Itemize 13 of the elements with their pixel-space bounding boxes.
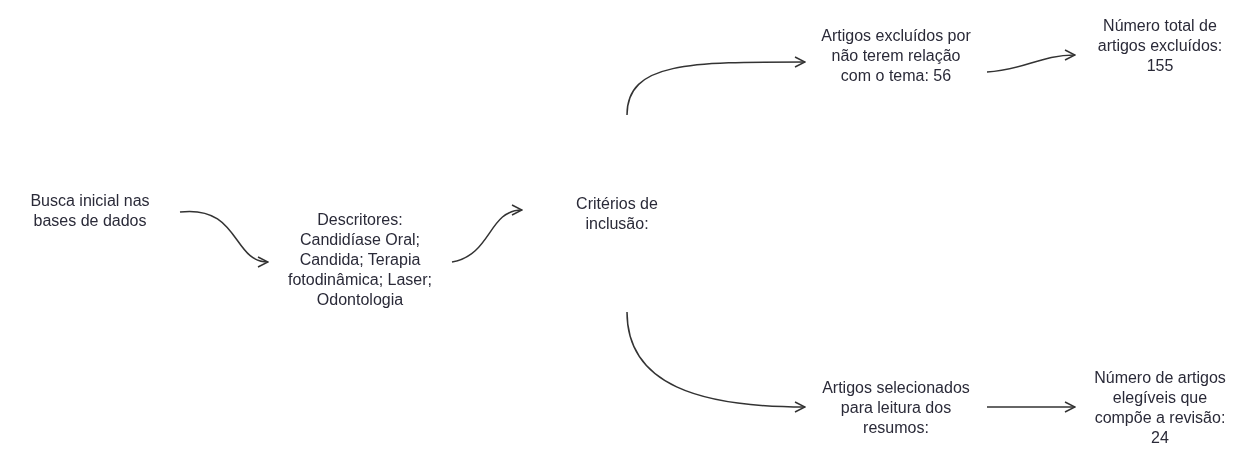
step-text: Número total de artigos excluídos: 155: [1096, 16, 1224, 76]
arrow: [451, 205, 523, 263]
step-text: Número de artigos elegíveis que compõe a revisão: 24: [1093, 368, 1227, 448]
step-text: Critérios de inclusão:: [575, 193, 659, 234]
arrow: [626, 311, 806, 413]
step-text: Descritores: Candidíase Oral; Candida; Terapia fotodinâmica; Laser; Odontologia: [286, 210, 434, 310]
arrow: [986, 401, 1076, 413]
step-text: Artigos excluídos por não terem relação com o tema: 56: [821, 26, 971, 86]
arrow: [986, 49, 1076, 73]
step-text: Busca inicial nas bases de dados: [29, 191, 151, 231]
step-text: Artigos selecionados para leitura dos resumos:: [821, 378, 971, 438]
arrow: [179, 210, 269, 267]
arrow: [626, 56, 806, 116]
